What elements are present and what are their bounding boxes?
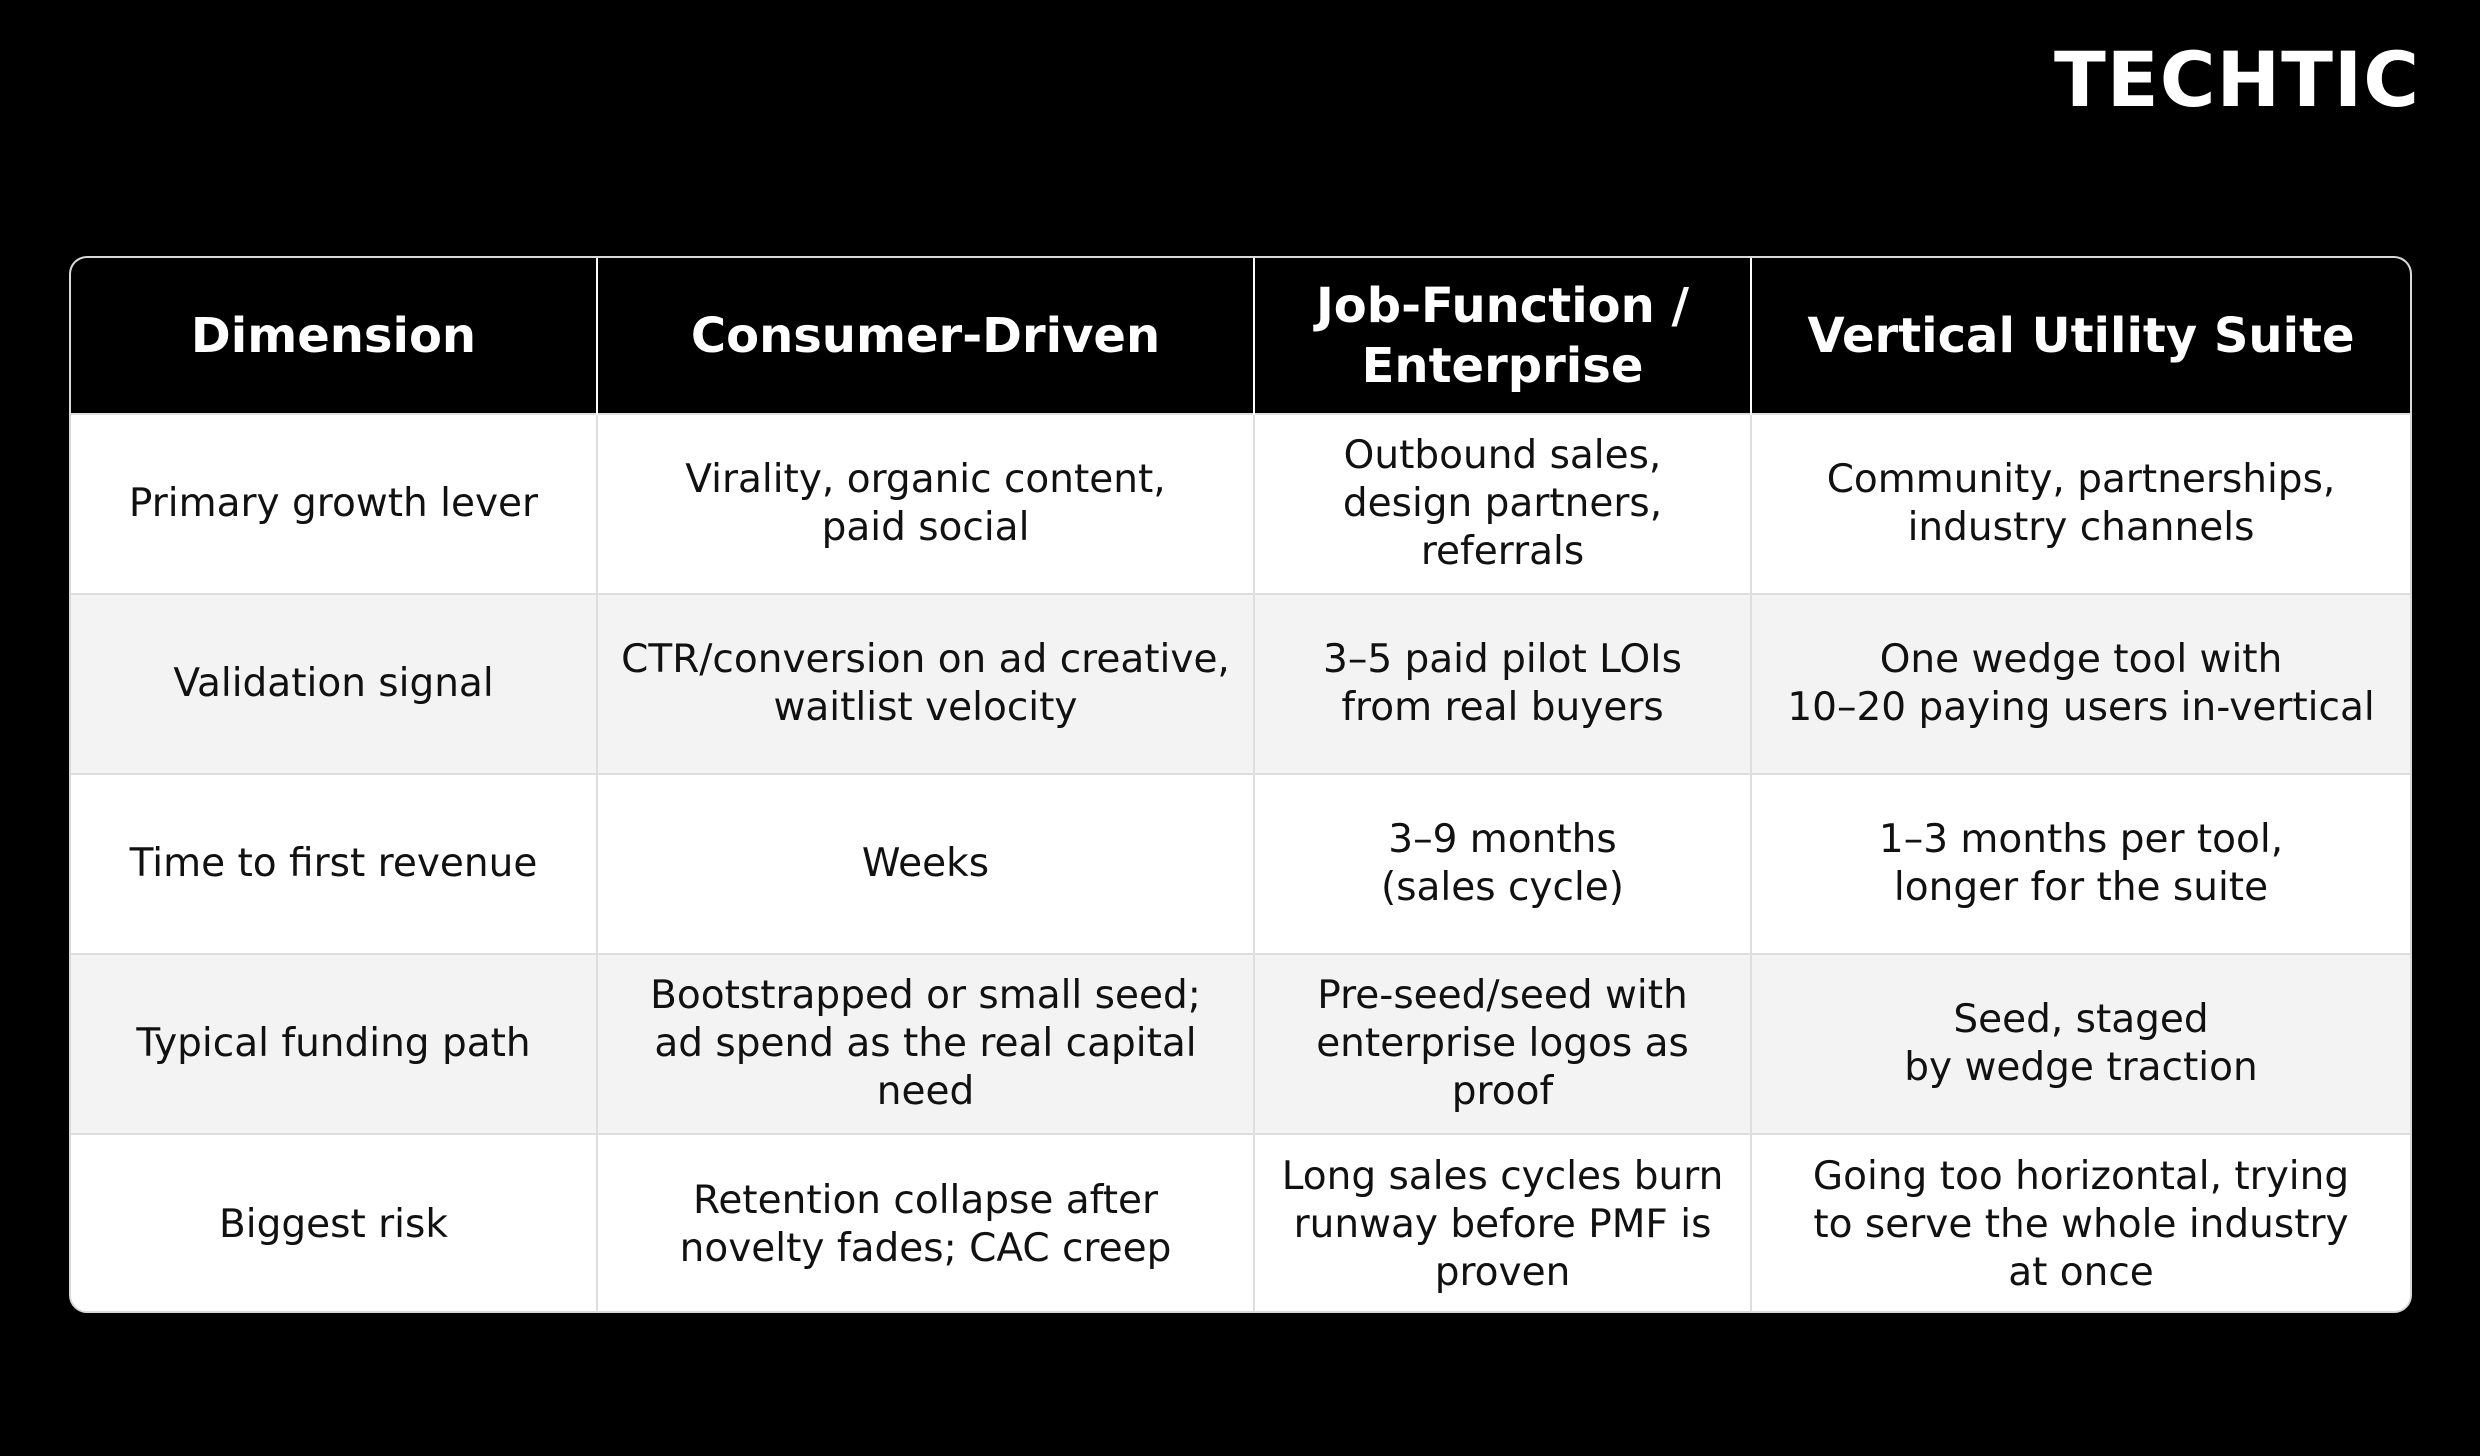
row-label: Biggest risk bbox=[71, 1133, 597, 1311]
table-cell: 3–9 months (sales cycle) bbox=[1253, 773, 1751, 954]
table-cell: 3–5 paid pilot LOIs from real buyers bbox=[1253, 593, 1751, 774]
table-cell: Bootstrapped or small seed; ad spend as … bbox=[596, 953, 1254, 1134]
table-cell: One wedge tool with 10–20 paying users i… bbox=[1750, 593, 2410, 774]
table-row: Typical funding path Bootstrapped or sma… bbox=[71, 953, 2410, 1134]
table-cell: Long sales cycles burn runway before PMF… bbox=[1253, 1133, 1751, 1311]
table-cell: Retention collapse after novelty fades; … bbox=[596, 1133, 1254, 1311]
header-job-function-enterprise: Job-Function / Enterprise bbox=[1253, 258, 1751, 414]
row-label: Typical funding path bbox=[71, 953, 597, 1134]
table-cell: Pre-seed/seed with enterprise logos as p… bbox=[1253, 953, 1751, 1134]
table-header-row: Dimension Consumer-Driven Job-Function /… bbox=[71, 258, 2410, 414]
table-row: Primary growth lever Virality, organic c… bbox=[71, 413, 2410, 594]
header-vertical-utility-suite: Vertical Utility Suite bbox=[1750, 258, 2410, 414]
table-cell: 1–3 months per tool, longer for the suit… bbox=[1750, 773, 2410, 954]
brand-logo: TECHTIC bbox=[2053, 35, 2420, 124]
table-cell: Community, partnerships, industry channe… bbox=[1750, 413, 2410, 594]
row-label: Time to first revenue bbox=[71, 773, 597, 954]
row-label: Primary growth lever bbox=[71, 413, 597, 594]
table-cell: Weeks bbox=[596, 773, 1254, 954]
row-label: Validation signal bbox=[71, 593, 597, 774]
table-cell: Virality, organic content, paid social bbox=[596, 413, 1254, 594]
header-dimension: Dimension bbox=[71, 258, 597, 414]
table-cell: Outbound sales, design partners, referra… bbox=[1253, 413, 1751, 594]
comparison-table-grid: Dimension Consumer-Driven Job-Function /… bbox=[71, 258, 2410, 1311]
table-row: Time to first revenue Weeks 3–9 months (… bbox=[71, 773, 2410, 954]
table-cell: Seed, staged by wedge traction bbox=[1750, 953, 2410, 1134]
table-row: Biggest risk Retention collapse after no… bbox=[71, 1133, 2410, 1311]
table-cell: Going too horizontal, trying to serve th… bbox=[1750, 1133, 2410, 1311]
table-cell: CTR/conversion on ad creative, waitlist … bbox=[596, 593, 1254, 774]
table-row: Validation signal CTR/conversion on ad c… bbox=[71, 593, 2410, 774]
header-consumer-driven: Consumer-Driven bbox=[596, 258, 1254, 414]
comparison-table: Dimension Consumer-Driven Job-Function /… bbox=[69, 256, 2412, 1313]
